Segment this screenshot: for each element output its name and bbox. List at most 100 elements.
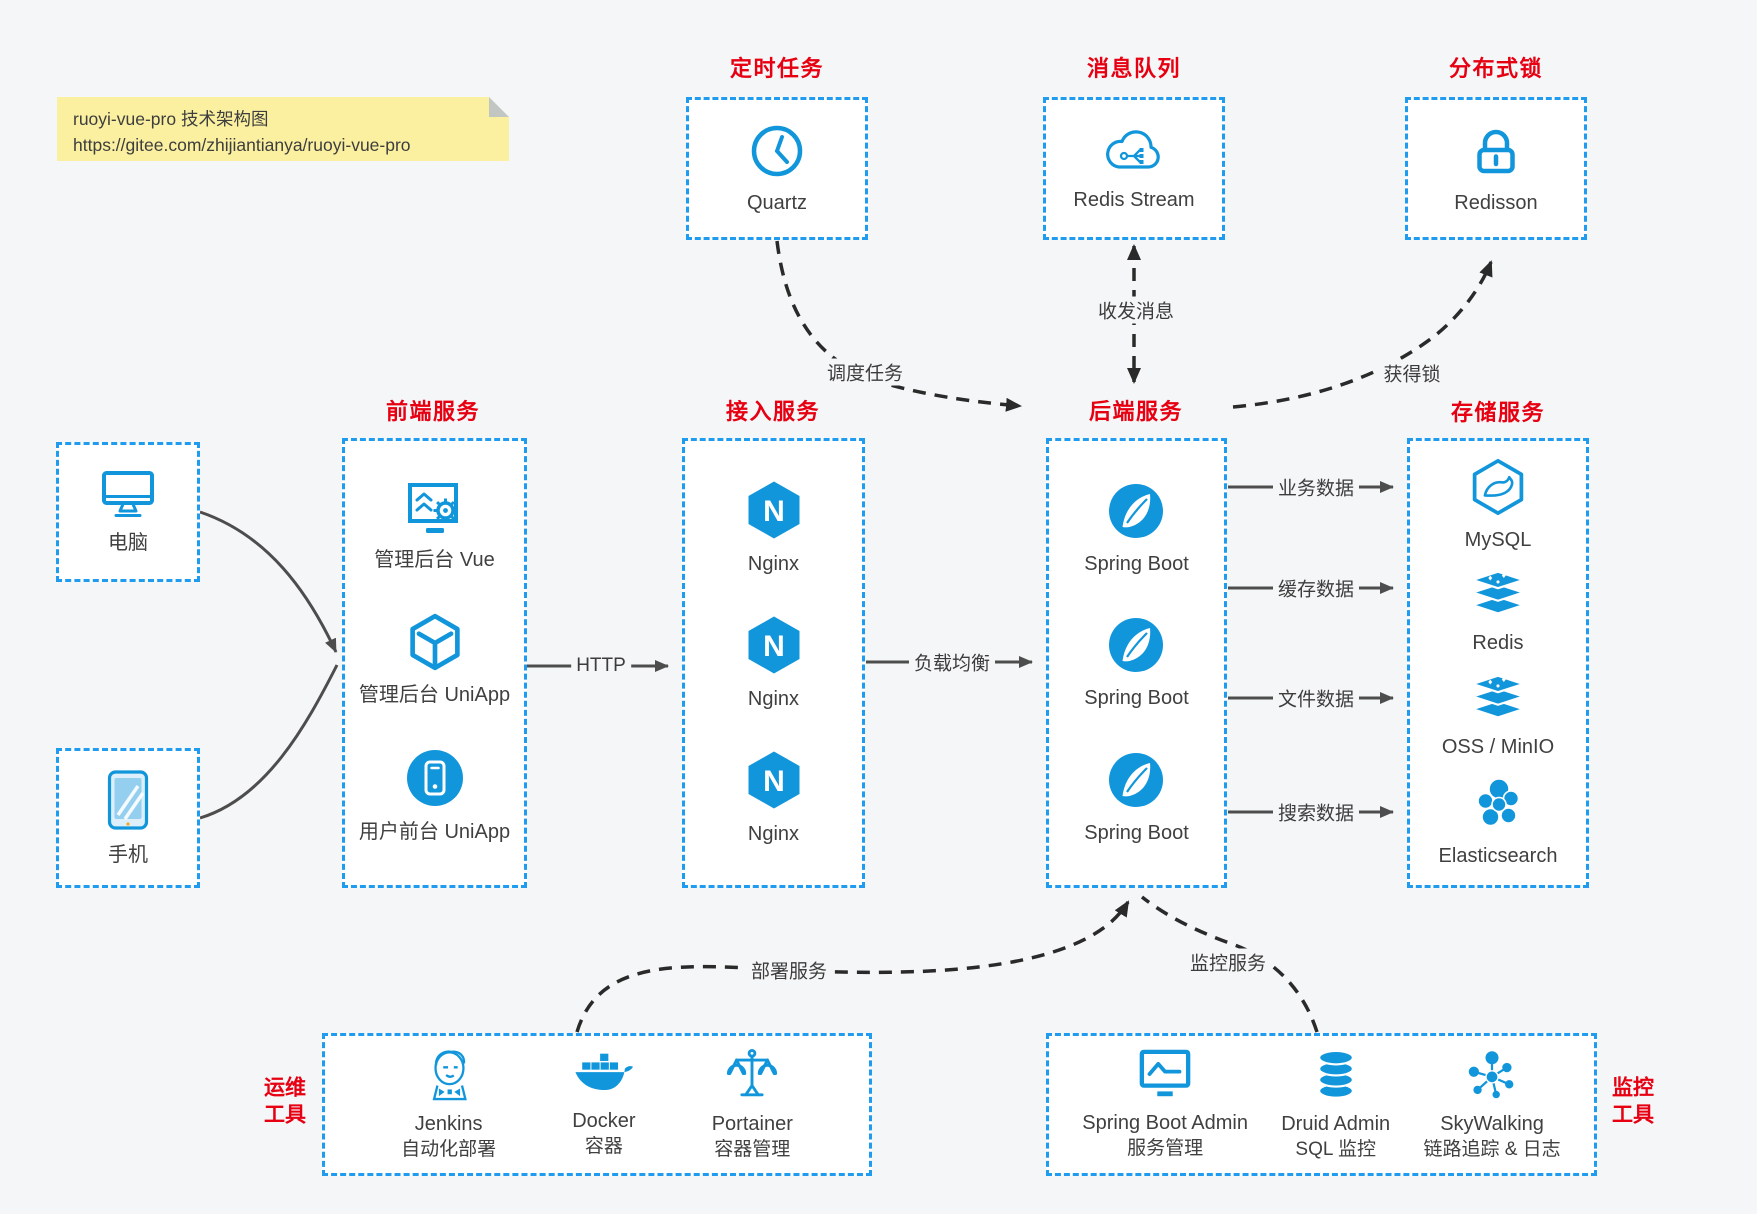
redisson-item: Redisson xyxy=(1454,123,1538,215)
item-label: 电脑 xyxy=(108,532,148,554)
edge-label-http: HTTP xyxy=(571,655,631,677)
item-label: Quartz xyxy=(746,191,808,214)
group-title-backend: 后端服务 xyxy=(1088,399,1184,424)
item-label: Spring Boot xyxy=(1084,687,1189,709)
monitor-chart-icon xyxy=(1135,1048,1195,1107)
jenkins-item: Jenkins 自动化部署 xyxy=(401,1047,496,1162)
note-url: https://gitee.com/zhijiantianya/ruoyi-vu… xyxy=(73,135,411,156)
item-label: Spring Boot xyxy=(1084,552,1189,575)
item-label: 管理后台 UniApp xyxy=(358,684,511,706)
clock-icon xyxy=(749,123,805,184)
network-nodes-icon xyxy=(1465,1047,1519,1108)
sticky-note: ruoyi-vue-pro 技术架构图 https://gitee.com/zh… xyxy=(57,97,509,161)
item-label: Redisson xyxy=(1454,191,1538,214)
springboot-item: Spring Boot xyxy=(1084,751,1189,845)
mysql-icon xyxy=(1469,458,1527,521)
nginx-icon: N xyxy=(747,480,801,545)
item-label: Redis xyxy=(1472,632,1524,655)
group-title-storage: 存储服务 xyxy=(1450,400,1546,425)
nginx-icon: N xyxy=(747,750,801,815)
desktop-icon xyxy=(99,469,157,524)
ops-tools-title: 运维 工具 xyxy=(264,1076,306,1127)
ops-tools-box: Jenkins 自动化部署 Docker 容器 Portainer 容器管理 xyxy=(322,1033,872,1176)
edge-label-deploy: 部署服务 xyxy=(745,956,833,984)
quartz-box: Quartz xyxy=(686,97,868,240)
frontend-box: 管理后台 Vue 管理后台 UniApp 用户前台 UniApp xyxy=(342,438,527,888)
elasticsearch-icon xyxy=(1470,776,1526,837)
edge-label-business-data: 业务数据 xyxy=(1272,473,1360,501)
item-label: OSS / MinIO xyxy=(1441,735,1555,758)
edge-label-lock: 获得锁 xyxy=(1378,359,1446,387)
group-title-gateway: 接入服务 xyxy=(725,399,821,424)
item-label: 管理后台 Vue xyxy=(374,549,495,571)
item-sublabel: 自动化部署 xyxy=(401,1139,497,1161)
group-title-message-queue: 消息队列 xyxy=(1086,56,1182,81)
springboot-item: Spring Boot xyxy=(1084,616,1189,710)
elasticsearch-item: Elasticsearch xyxy=(1438,776,1558,868)
item-label: Portainer xyxy=(711,1113,793,1136)
item-label: Spring Boot xyxy=(1084,821,1189,844)
edge-label-load-balance: 负载均衡 xyxy=(908,648,996,676)
pc-client-box: 电脑 xyxy=(56,442,200,582)
group-title-scheduled-task: 定时任务 xyxy=(729,56,825,81)
portainer-item: Portainer 容器管理 xyxy=(712,1047,793,1162)
nginx-item: N Nginx xyxy=(747,480,801,576)
edge-label-monitor: 监控服务 xyxy=(1184,948,1272,976)
admin-vue-item: 管理后台 Vue xyxy=(374,482,495,572)
item-label: Nginx xyxy=(747,823,800,845)
admin-vue-icon xyxy=(403,482,467,541)
note-fold-corner xyxy=(489,97,509,117)
docker-whale-icon xyxy=(573,1050,635,1105)
user-uniapp-item: 用户前台 UniApp xyxy=(359,748,510,844)
storage-box: MySQL Redis OSS / MinIO Elasticsearch xyxy=(1407,438,1589,888)
springboot-admin-item: Spring Boot Admin 服务管理 xyxy=(1082,1048,1248,1161)
item-label: Elasticsearch xyxy=(1438,844,1558,867)
edge-label-cache-data: 缓存数据 xyxy=(1272,574,1360,602)
group-title-frontend: 前端服务 xyxy=(385,399,481,424)
springboot-icon xyxy=(1107,482,1165,545)
redisson-box: Redisson xyxy=(1405,97,1587,240)
pc-client-item: 电脑 xyxy=(99,469,157,555)
storage-stack-icon xyxy=(1467,673,1529,728)
springboot-item: Spring Boot xyxy=(1084,482,1189,576)
item-sublabel: 容器管理 xyxy=(714,1139,791,1161)
svg-text:N: N xyxy=(763,765,785,798)
edge-label-file-data: 文件数据 xyxy=(1272,684,1360,712)
nginx-item: N Nginx xyxy=(747,615,801,711)
svg-text:N: N xyxy=(763,630,785,663)
nginx-icon: N xyxy=(747,615,801,680)
item-sublabel: 容器 xyxy=(584,1136,623,1158)
uniapp-cube-icon xyxy=(406,613,464,676)
item-sublabel: SQL 监控 xyxy=(1295,1139,1376,1161)
mysql-item: MySQL xyxy=(1464,458,1532,552)
gateway-box: N Nginx N Nginx N Nginx xyxy=(682,438,865,888)
item-label: Druid Admin xyxy=(1281,1113,1391,1136)
edge-label-message: 收发消息 xyxy=(1092,296,1180,324)
edge-label-schedule: 调度任务 xyxy=(821,358,909,386)
redis-stream-box: Redis Stream xyxy=(1043,97,1225,240)
admin-uniapp-item: 管理后台 UniApp xyxy=(359,613,510,707)
group-title-distributed-lock: 分布式锁 xyxy=(1448,56,1544,81)
database-icon xyxy=(1309,1047,1363,1108)
edge-acquire-lock xyxy=(1232,260,1493,409)
item-label: Docker xyxy=(572,1110,636,1133)
cloud-stream-icon xyxy=(1101,126,1167,181)
item-label: Nginx xyxy=(747,688,800,710)
edge-label-search-data: 搜索数据 xyxy=(1272,798,1360,826)
item-label: Nginx xyxy=(747,553,800,575)
oss-minio-item: OSS / MinIO xyxy=(1442,673,1554,759)
redis-stack-icon xyxy=(1467,569,1529,624)
backend-box: Spring Boot Spring Boot Spring Boot xyxy=(1046,438,1227,888)
item-sublabel: 服务管理 xyxy=(1127,1138,1204,1160)
springboot-icon xyxy=(1107,616,1165,679)
phone-icon xyxy=(105,769,151,836)
item-label: 手机 xyxy=(108,844,148,866)
svg-text:N: N xyxy=(763,495,785,528)
scales-icon xyxy=(725,1047,779,1108)
monitor-tools-box: Spring Boot Admin 服务管理 Druid Admin SQL 监… xyxy=(1046,1033,1597,1176)
item-sublabel: 链路追踪 & 日志 xyxy=(1423,1139,1561,1161)
item-label: Jenkins xyxy=(414,1113,483,1136)
item-label: Spring Boot Admin xyxy=(1082,1112,1248,1135)
item-label: MySQL xyxy=(1464,529,1532,552)
skywalking-item: SkyWalking 链路追踪 & 日志 xyxy=(1423,1047,1561,1162)
